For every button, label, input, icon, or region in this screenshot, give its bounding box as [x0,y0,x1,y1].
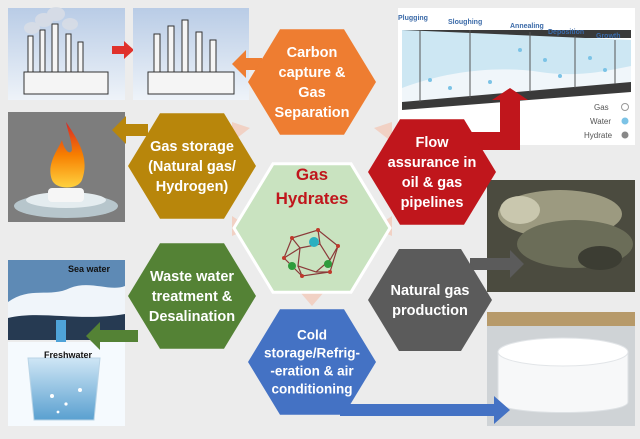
hexagon-label-carbon: Carbon [287,45,338,61]
hexagon-label-storage: (Natural gas/ [148,159,236,175]
center-title-line1: Gas [296,165,328,184]
hexagon-label-flow: pipelines [401,195,464,211]
legend-gas-swatch [621,103,629,111]
legend-hydrate-swatch [621,131,629,139]
fresh-water-photo: Freshwater [8,342,125,426]
burning-hydrate-flame-icon [50,122,85,188]
orange-arrow-icon [232,50,262,78]
hexagon-cold [248,309,376,415]
water-glass-icon [27,357,101,421]
legend-gas-label: Gas [594,103,609,112]
hexagon-waste [128,243,256,349]
pipeline-stage-label: Plugging [398,15,428,22]
hexagon-label-waste: Desalination [149,309,235,325]
pipeline-stage-label: Sloughing [448,19,482,26]
pipeline-legend: Gas Water Hydrate [584,103,629,140]
legend-hydrate-label: Hydrate [584,131,613,140]
factory-smokestacks-icon [23,23,109,95]
sea-water-photo: Sea water [8,260,125,340]
legend-water-swatch [621,117,629,125]
hexagon-label-carbon: Separation [275,105,350,121]
hexagon-label-waste: treatment & [152,289,233,305]
gray-arrow-icon [470,250,524,278]
burning-hydrate-photo [8,112,125,222]
hexagon-label-cold: conditioning [272,382,353,397]
fresh-water-label: Freshwater [44,350,93,360]
hexagon-production [368,249,492,351]
hexagon-label-production: Natural gas [391,283,470,299]
ice-block-photo [487,312,635,426]
ice-block-icon [497,337,629,413]
pipeline-stage-label: Deposition [548,29,584,36]
sea-water-label: Sea water [68,264,111,274]
hexagon-label-flow: Flow [415,135,449,151]
hexagon-label-flow: oil & gas [402,175,462,191]
smokestack-photo-before [8,7,125,100]
green-arrow-icon [86,322,138,350]
hexagon-label-carbon: Gas [298,85,325,101]
pipeline-stage-label: Annealing [510,23,544,30]
pipeline-stage-label: Growth [596,33,621,40]
hexagon-label-cold: -eration & air [270,364,354,379]
hexagon-label-waste: Waste water [150,269,234,285]
legend-water-label: Water [590,117,611,126]
hexagon-flow [368,119,496,225]
hexagon-carbon [248,29,376,135]
center-hexagon [232,162,392,294]
hydrate-core-sample-photo [487,180,635,292]
red-arrow-icon [112,41,134,59]
hydrate-core-sample-icon [498,190,633,270]
hexagon-label-production: production [392,303,468,319]
hexagon-label-cold: Cold [297,328,327,343]
hexagon-label-flow: assurance in [388,155,477,171]
gold-arrow-icon [112,116,148,144]
hexagon-label-storage: Gas storage [150,139,234,155]
hexagon-label-carbon: capture & [279,65,346,81]
down-arrow-icon [56,320,66,350]
blue-arrow-icon [340,396,510,424]
hexagon-label-storage: Hydrogen) [156,179,229,195]
hexagon-storage [128,113,256,219]
smokestack-photo-after [133,8,249,100]
center-title-line2: Hydrates [276,189,349,208]
hexagon-label-cold: storage/Refrig- [264,346,360,361]
